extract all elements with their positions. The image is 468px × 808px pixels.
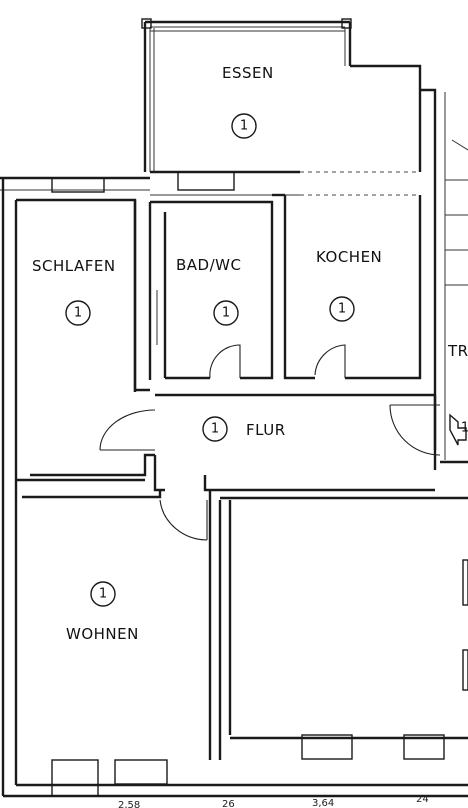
schlafen-number-circle — [65, 300, 91, 326]
wohnen-number: 1 — [99, 587, 107, 602]
flur-walls — [99, 393, 468, 492]
schlafen-room-walls — [16, 198, 155, 482]
bad-label: BAD/WC — [176, 256, 241, 274]
wohnen-room-walls — [22, 490, 222, 760]
schlafen-label: SCHLAFEN — [32, 257, 116, 275]
essen-label: ESSEN — [222, 64, 274, 82]
dimension-label-2: 26 — [222, 799, 235, 808]
wohnen-label: WOHNEN — [66, 625, 139, 643]
dimension-label-4: 24 — [416, 794, 429, 805]
wohnen-number-circle — [90, 581, 116, 607]
kochen-number-circle — [329, 296, 355, 322]
essen-number-circle — [231, 113, 257, 139]
flur-number: 1 — [211, 422, 219, 437]
flur-number-circle — [202, 416, 228, 442]
essen-number: 1 — [240, 119, 248, 134]
kochen-number: 1 — [338, 302, 346, 317]
dimension-label-1: 2,58 — [118, 800, 140, 808]
entrance-number: 1 — [461, 421, 468, 436]
essen-room-walls — [141, 18, 422, 196]
kochen-room-walls — [272, 193, 422, 380]
bad-room-walls — [148, 200, 274, 380]
lower-right-room-walls — [220, 496, 468, 735]
schlafen-number: 1 — [74, 306, 82, 321]
flur-label: FLUR — [246, 421, 286, 439]
bad-number-circle — [213, 300, 239, 326]
treppe-label: TR — [447, 342, 468, 360]
outer-walls — [0, 88, 468, 798]
kochen-label: KOCHEN — [316, 248, 382, 266]
dimension-label-3: 3,64 — [312, 798, 334, 808]
bad-number: 1 — [222, 306, 230, 321]
